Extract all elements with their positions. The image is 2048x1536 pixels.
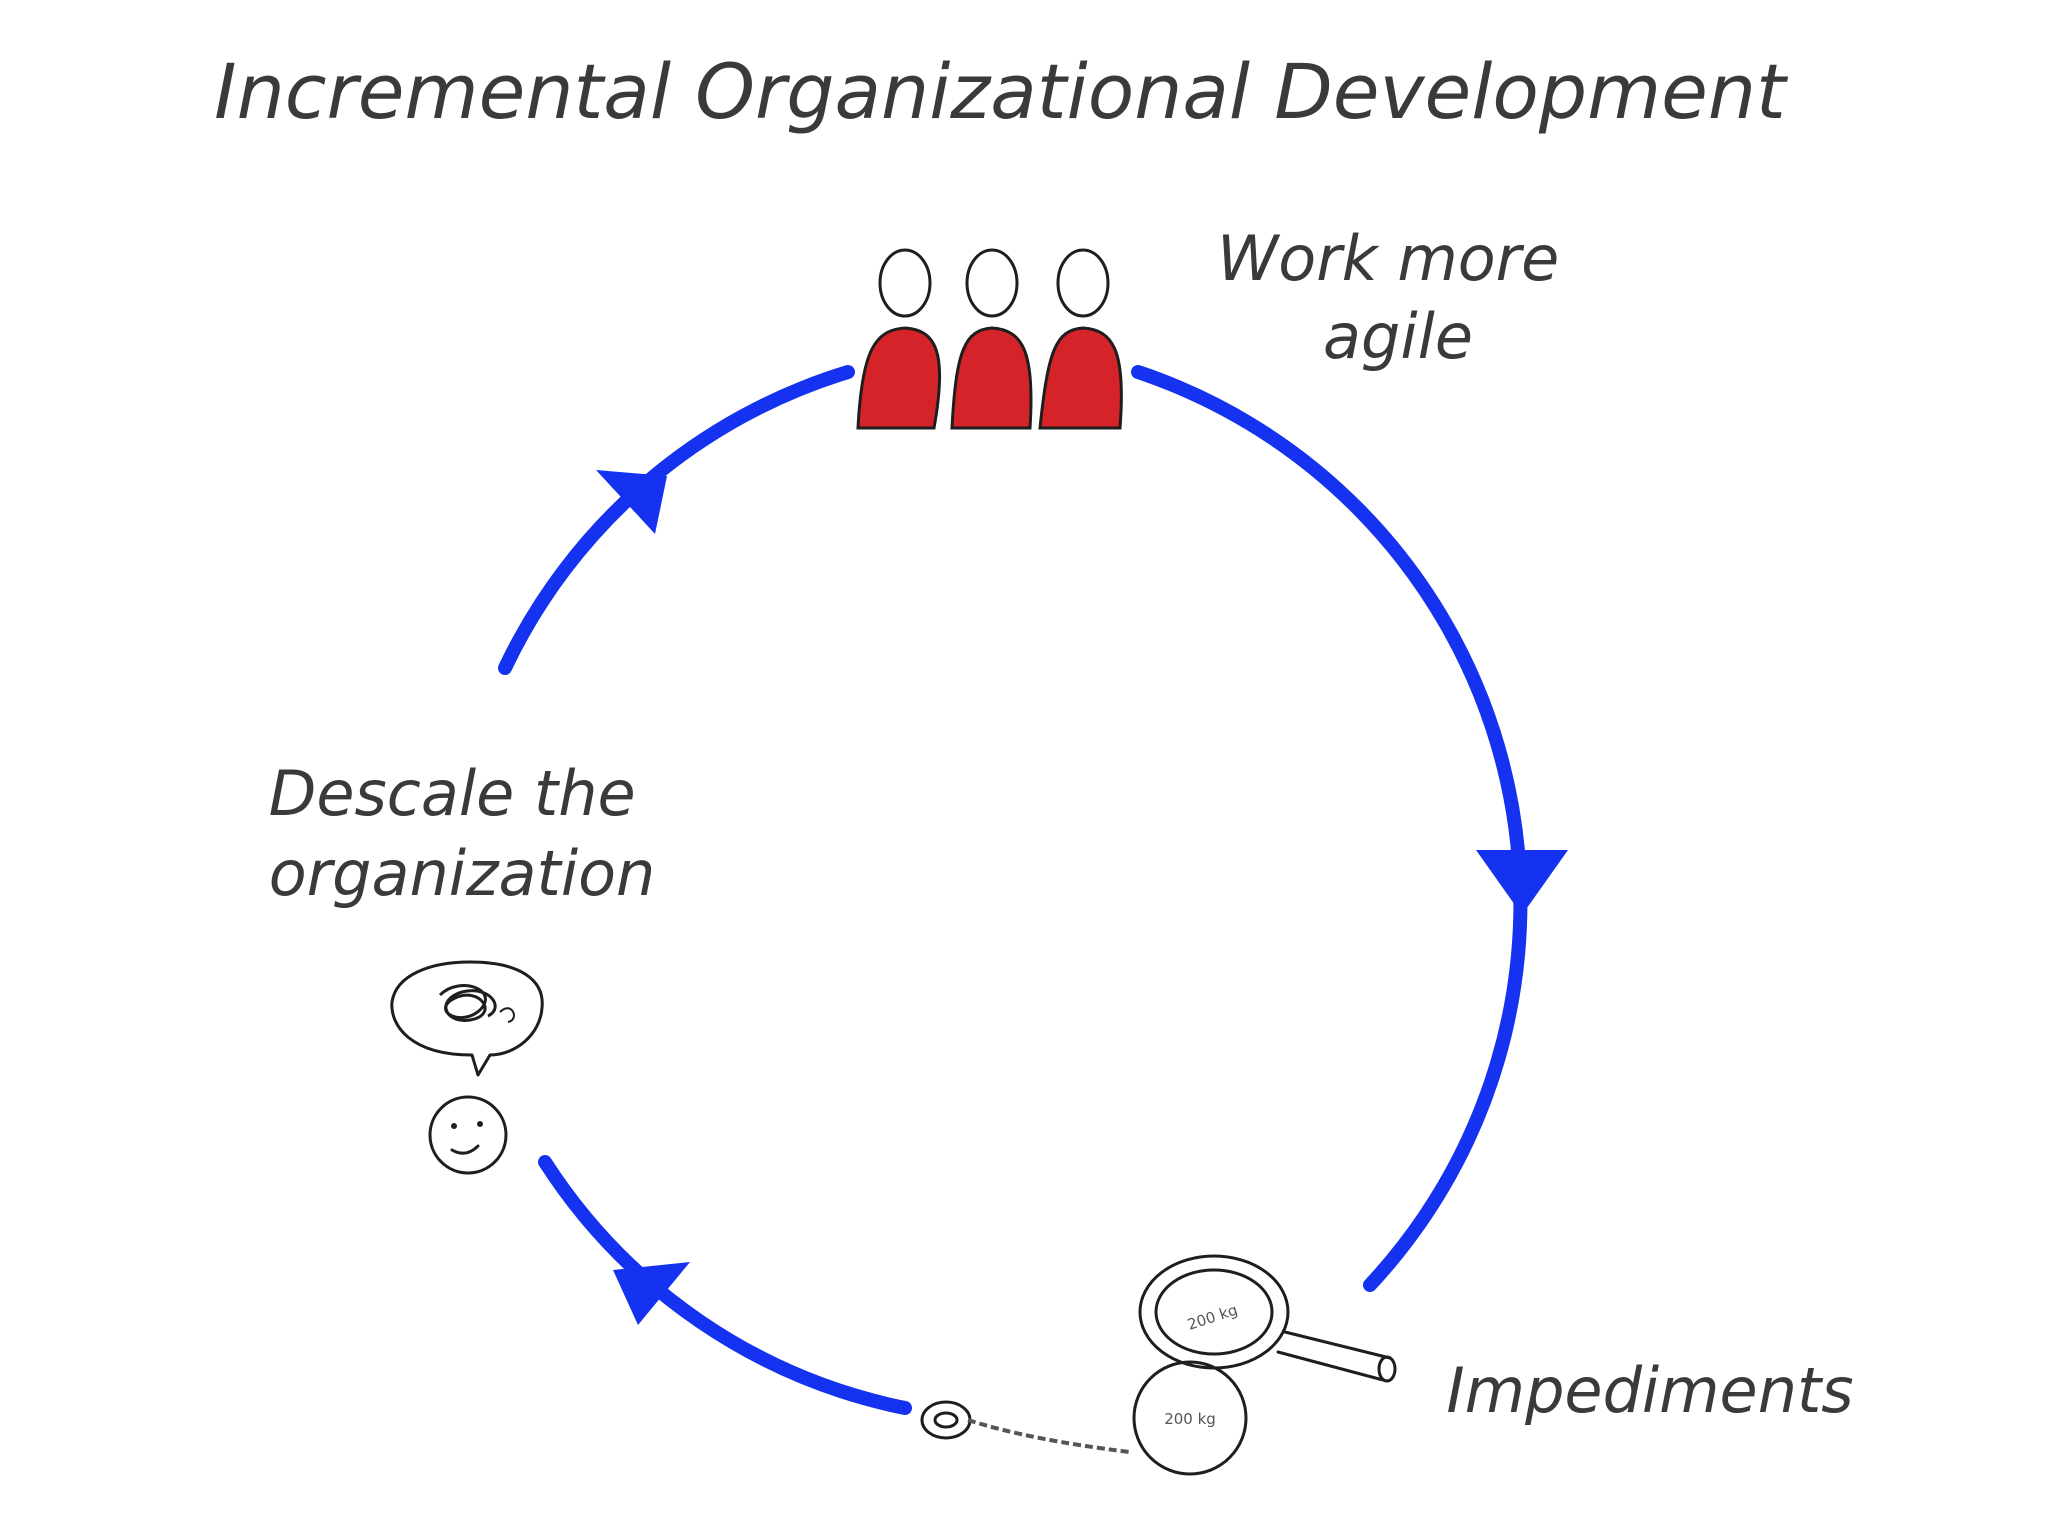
arc-agile-to-impediments: [1131, 365, 1528, 1292]
person-figure: [1038, 248, 1123, 430]
magnified-weight-label: 200 kg: [1185, 1301, 1240, 1334]
people-group-icon: [856, 248, 1123, 430]
arrowhead-upper-left: [596, 470, 667, 534]
arrowhead-right: [1476, 850, 1568, 915]
cycle-ring: [498, 365, 1568, 1415]
stage-label-impediments: Impediments: [1446, 1354, 1853, 1427]
arc-descale-to-agile: [498, 365, 855, 675]
person-figure: [856, 248, 942, 430]
ball-and-chain-icon: 200 kg: [920, 1360, 1248, 1476]
arrowhead-bottom-left: [613, 1262, 690, 1325]
stage-label-descale: Descale the organization: [269, 757, 656, 910]
smiley-face-icon: [428, 1095, 508, 1175]
ball-weight-label: 200 kg: [1164, 1410, 1216, 1428]
tangled-speech-bubble-icon: [390, 960, 544, 1077]
person-figure: [950, 248, 1033, 430]
stage-label-agile: Work more agile: [1217, 222, 1579, 373]
diagram-title: Incremental Organizational Development: [214, 47, 1789, 136]
arc-impediments-to-descale: [538, 1155, 912, 1415]
